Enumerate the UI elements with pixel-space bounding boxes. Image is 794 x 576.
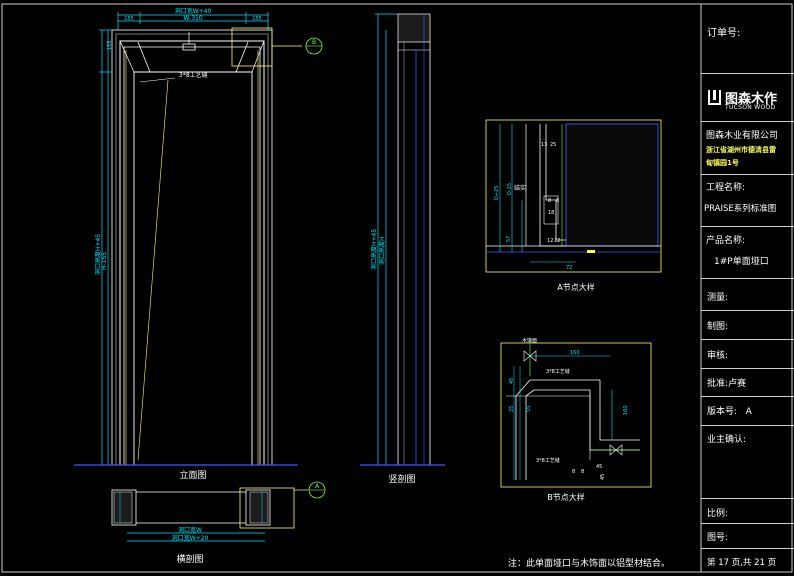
detail-a-dim-d25: D-25 [507,183,513,195]
company-address-1: 浙江省湖州市德清县雷 [706,146,776,154]
dim-section-inner: 洞口高度H [378,236,386,265]
section-title: 竖剖图 [388,473,415,485]
detail-b: 木饰面 160 45 25 160 45 45 55 8 8 3*8工艺缝 3*… [500,337,652,502]
title-block-line [701,548,794,549]
detail-b-dim-160: 160 [570,350,580,356]
title-block-line [701,278,794,279]
detail-a-dim-12b: 12 [554,238,560,244]
version-label: 版本号: A [707,407,752,417]
company-name: 图森木业有限公司 [706,131,779,141]
title-block-line [701,523,794,524]
title-block-line [701,174,794,175]
owner-confirm-label: 业主确认: [707,435,747,445]
detail-b-dim-55: 55 [526,406,532,412]
logo-icon [708,90,721,105]
detail-b-dim-45b: 45 [596,464,602,470]
dim-top-inner: W-310 [183,15,202,22]
detail-a-dim-12: 12 [547,238,553,244]
scale-label: 比例: [707,509,729,519]
title-block-line [701,425,794,426]
plan-view: A 洞口宽W 洞口宽W+20 横剖图 [111,481,326,565]
dim-left-inner: H-155 [101,252,108,270]
title-block-line [701,339,794,340]
detail-a-dim-d25b: D+25 [494,186,500,200]
title-block-line [701,121,794,122]
detail-a-dim-57: 57 [506,236,512,242]
measure-label: 测量: [707,293,729,303]
title-block-line [701,396,794,397]
dim-top-left: 155 [124,16,134,22]
approve-label: 批准:卢赛 [707,379,747,389]
detail-b-title: B节点大样 [547,492,585,502]
detail-a-dim-top2: 25 [550,142,556,148]
detail-b-top-label: 木饰面 [522,337,537,344]
dim-plan-inner: 洞口宽W [178,526,202,534]
project-value: PRAISE系列标准图 [704,204,777,214]
detail-a-dim-72: 72 [566,265,572,271]
company-address-2: 甸镇园1号 [706,159,739,167]
detail-a-dim-8: 8 [548,198,551,204]
detail-b-dim-160b: 160 [623,405,629,415]
project-label: 工程名称: [706,183,746,193]
detail-a-jietou: 结实 [514,184,526,192]
product-value: 1#P单面垭口 [714,257,769,267]
draw-label: 制图: [707,322,729,332]
callout-box-b [231,27,273,67]
callout-b-text: B [312,39,316,46]
drawing-no-label: 图号: [707,533,729,543]
drawing-note: 注：此单面垭口与木饰面以铝型材结合。 [508,559,671,569]
brand-name-en: TUCSON WOOD [725,104,776,111]
title-block-line [701,73,794,74]
detail-b-gap-top: 3*8工艺缝 [546,368,570,375]
callout-a-text: A [315,483,320,490]
dim-plan-total: 洞口宽W+20 [172,534,209,542]
page-label: 第 17 页,共 21 页 [707,558,777,568]
elevation-title: 立面图 [179,469,206,481]
detail-b-dim-25: 25 [509,406,515,412]
title-block-line [701,368,794,369]
order-no-label: 订单号: [707,28,741,39]
detail-a-title: A节点大样 [557,282,594,292]
elevation-view: 洞口宽W+40 W-310 155 155 3*8工艺缝 B 155 [74,7,323,481]
drawing-border [1,3,793,573]
section-view: 洞口高度H+45 洞口高度H 竖剖图 [360,13,445,485]
brand-name-cn: 图森木作 [725,92,778,107]
detail-a-dim-8b: 8 [556,198,559,204]
detail-a-dim-18: 18 [548,210,554,216]
review-label: 审核: [707,351,729,361]
detail-b-gap-bottom: 3*8工艺缝 [536,457,560,464]
product-label: 产品名称: [706,236,746,246]
title-block-line [701,498,794,499]
dim-top-right: 155 [252,16,262,22]
title-block-line [701,226,794,227]
dim-section-height: 洞口高度H+45 [370,229,378,270]
detail-b-dim-8: 8 [572,469,575,475]
dim-left-height: 洞口高度H+45 [94,234,102,275]
brand-logo: 图森木作 TUCSON WOOD [708,88,788,114]
gap-label-elevation: 3*8工艺缝 [179,71,208,79]
detail-a: 13 25 D-25 D+25 57 8 8 18 12 12 72 结实 A节… [485,119,662,292]
detail-b-dim-45: 45 [509,378,515,384]
plan-title: 横剖图 [176,553,203,565]
dim-left-top: 155 [107,40,113,50]
detail-a-dim-top: 13 [541,142,547,148]
title-block-line [701,310,794,311]
detail-b-dim-8b: 8 [581,469,584,475]
detail-b-dim-45c: 45 [600,474,606,480]
callout-box-a [239,487,295,529]
dim-top-total: 洞口宽W+40 [175,7,212,15]
